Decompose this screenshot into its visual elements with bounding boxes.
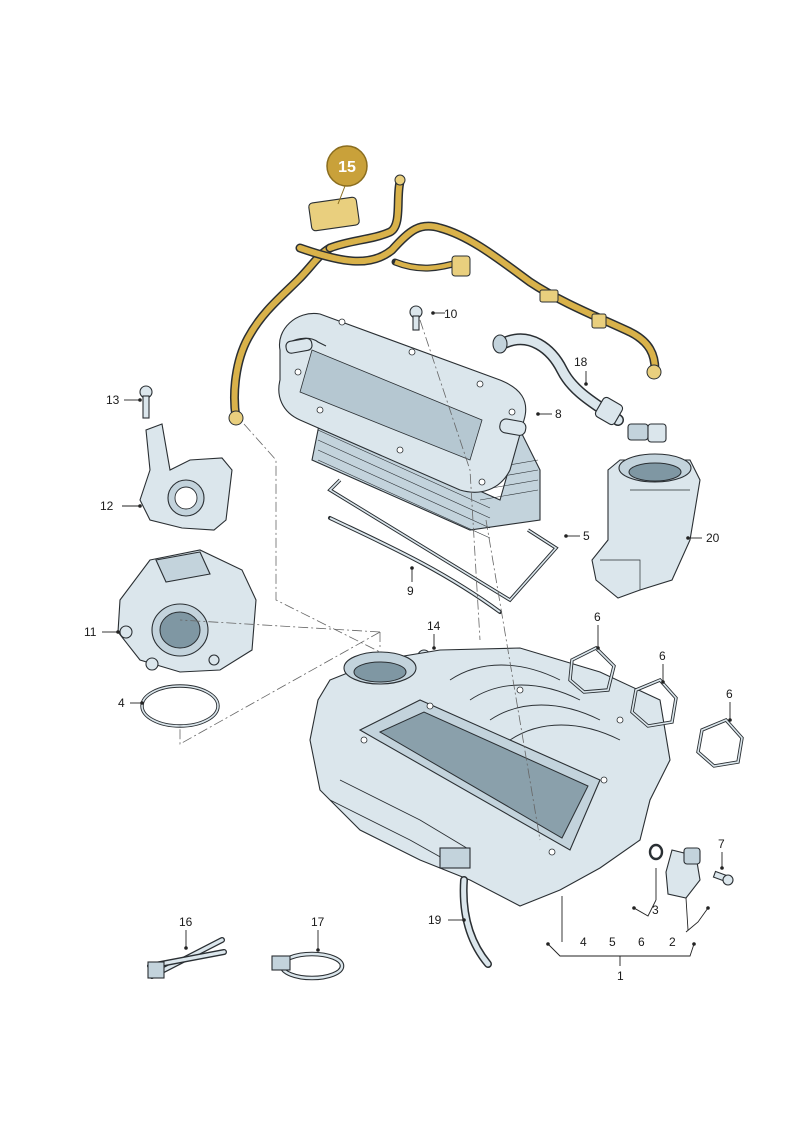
label-row-6[interactable]: 6: [638, 935, 645, 949]
label-1[interactable]: 1: [617, 969, 624, 983]
label-9[interactable]: 9: [407, 584, 414, 598]
label-18[interactable]: 18: [574, 355, 588, 369]
part-20-housing[interactable]: [591, 453, 701, 599]
part-9-seal[interactable]: [328, 516, 502, 614]
part-19-hose[interactable]: [459, 876, 492, 968]
label-5[interactable]: 5: [583, 529, 590, 543]
part-4-o-ring[interactable]: [140, 684, 220, 728]
part-12-bracket[interactable]: [139, 423, 233, 531]
part-1-intake-manifold[interactable]: [309, 647, 671, 907]
part-18-hose[interactable]: [492, 333, 667, 443]
label-17[interactable]: 17: [311, 915, 325, 929]
highlight-badge-15[interactable]: 15: [326, 145, 368, 205]
label-row-2[interactable]: 2: [669, 935, 676, 949]
label-3[interactable]: 3: [652, 903, 659, 917]
part-8-charge-air-cooler[interactable]: [278, 312, 541, 539]
label-11[interactable]: 11: [84, 625, 97, 639]
label-4[interactable]: 4: [118, 696, 125, 710]
label-14[interactable]: 14: [427, 619, 441, 633]
label-6c[interactable]: 6: [726, 687, 733, 701]
part-6-gaskets[interactable]: [568, 645, 744, 768]
part-labels: 10 13 8 12 5 9 18 20 11 4 14 6 6 6 7 3 4…: [84, 307, 733, 983]
label-16[interactable]: 16: [179, 915, 193, 929]
part-3-ring[interactable]: [648, 843, 664, 861]
label-8[interactable]: 8: [555, 407, 562, 421]
assembly-lines: [179, 319, 541, 841]
part-7-screw[interactable]: [712, 870, 734, 886]
part-5-seal-frame[interactable]: [327, 478, 559, 603]
label-15: 15: [338, 159, 356, 176]
part-16-cable-ties[interactable]: [147, 937, 227, 979]
part-13-bolt[interactable]: [139, 385, 153, 419]
label-12[interactable]: 12: [100, 499, 114, 513]
leader-lines: [102, 312, 731, 966]
label-6a[interactable]: 6: [594, 610, 601, 624]
label-row-4[interactable]: 4: [580, 935, 587, 949]
part-17-hose-clamp[interactable]: [271, 951, 345, 981]
part-15-breather-hose[interactable]: [228, 174, 662, 426]
label-20[interactable]: 20: [706, 531, 720, 545]
label-13[interactable]: 13: [106, 393, 120, 407]
leader-dots: [116, 311, 732, 952]
label-10[interactable]: 10: [444, 307, 458, 321]
label-19[interactable]: 19: [428, 913, 442, 927]
part-10-bolt[interactable]: [409, 305, 423, 331]
part-2-sensor[interactable]: [665, 847, 701, 899]
part-11-throttle-body[interactable]: [117, 549, 257, 673]
label-7[interactable]: 7: [718, 837, 725, 851]
label-row-5[interactable]: 5: [609, 935, 616, 949]
label-6b[interactable]: 6: [659, 649, 666, 663]
